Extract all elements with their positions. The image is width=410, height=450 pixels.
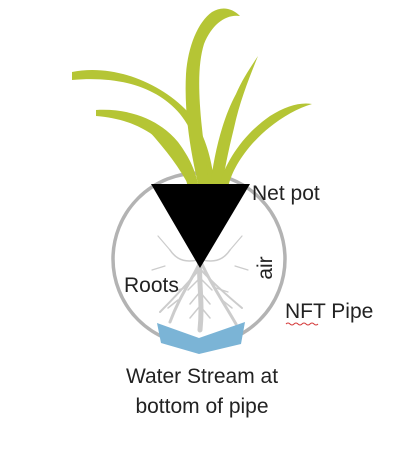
plant — [72, 8, 312, 188]
leaf-right-upper — [210, 56, 258, 188]
water-stream — [157, 322, 245, 354]
spellcheck-underline — [285, 322, 319, 326]
leaf-right-long — [218, 103, 312, 188]
caption-line-1: Water Stream at — [125, 365, 279, 388]
caption-line-2: bottom of pipe — [135, 395, 269, 418]
leaf-center-tall — [185, 8, 240, 188]
roots-label: Roots — [124, 274, 179, 297]
caption: Water Stream at bottom of pipe — [90, 362, 314, 422]
net-pot — [151, 184, 250, 268]
nft-pipe-label: NFT Pipe — [285, 300, 373, 323]
leaf-left-stem — [148, 130, 196, 188]
air-label: air — [254, 256, 277, 279]
net-pot-label: Net pot — [252, 182, 320, 205]
